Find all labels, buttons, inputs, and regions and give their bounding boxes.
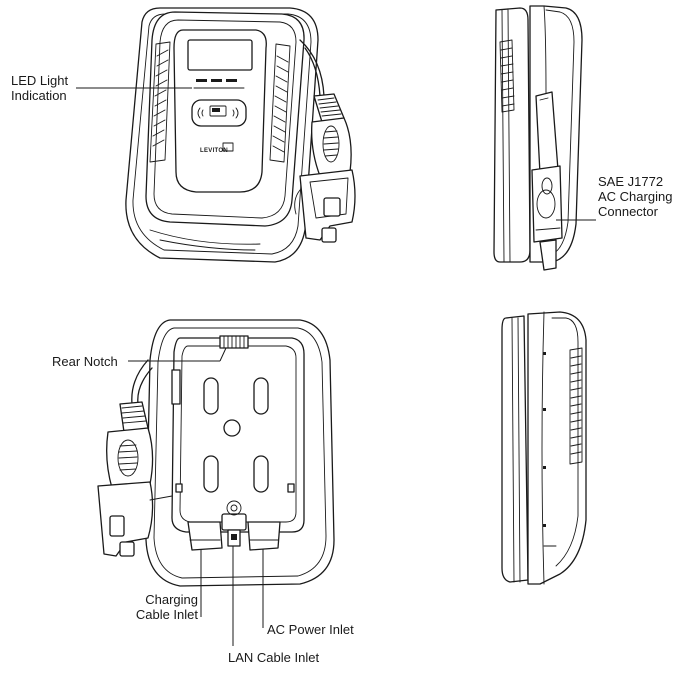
charging-label-line1: Charging (145, 592, 198, 607)
rear-notch-icon (219, 335, 249, 349)
led-light-label-line2: Indication (11, 88, 67, 103)
charging-inlet-icon (187, 521, 223, 551)
side-view-vents-icon (501, 311, 587, 585)
lan-cable-inlet-label: LAN Cable Inlet (228, 650, 320, 665)
led-lights-icon (196, 79, 237, 82)
sae-connector-label: SAE J1772 AC Charging Connector (598, 174, 672, 219)
ac-inlet-icon (247, 521, 281, 551)
sae-label-line1: SAE J1772 (598, 174, 664, 189)
led-light-label-line1: LED Light (11, 73, 69, 88)
rear-notch-label: Rear Notch (52, 354, 118, 369)
side-view-connector-icon (493, 5, 596, 271)
charging-cable-inlet-label: Charging Cable Inlet (120, 592, 198, 622)
charging-label-line2: Cable Inlet (135, 607, 198, 622)
sae-label-line3: Connector (598, 204, 658, 219)
ac-power-inlet-label: AC Power Inlet (267, 622, 354, 637)
rear-view-icon (97, 319, 335, 587)
leader-lines (76, 87, 264, 646)
led-light-label: LED Light Indication (11, 73, 68, 103)
front-view-icon (125, 7, 356, 263)
leviton-logo: LEVITON (200, 148, 228, 154)
sae-label-line2: AC Charging (598, 189, 673, 204)
